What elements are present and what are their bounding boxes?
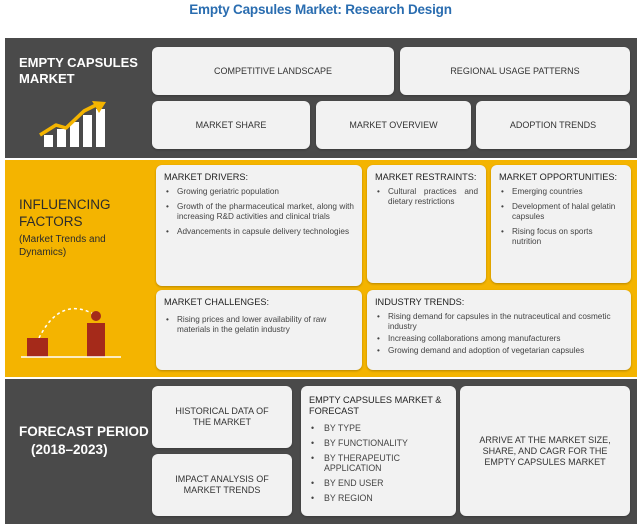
industry-trends-card: INDUSTRY TRENDS: Rising demand for capsu… [367,290,631,370]
list-item: BY END USER [309,478,448,488]
page-title: Empty Capsules Market: Research Design [189,2,452,17]
list-item: Growth of the pharmaceutical market, alo… [164,202,354,222]
adoption-trends-card: ADOPTION TRENDS [476,101,630,149]
forecast-period-label: FORECAST PERIOD (2018–2023) [19,424,149,457]
market-restraints-heading: MARKET RESTRAINTS: [375,172,477,182]
market-overview-card: MARKET OVERVIEW [316,101,471,149]
market-challenges-card: MARKET CHALLENGES: Rising prices and low… [156,290,362,370]
list-item: Growing geriatric population [164,187,354,197]
market-restraints-card: MARKET RESTRAINTS: Cultural practices an… [367,165,486,283]
competitive-landscape-card: COMPETITIVE LANDSCAPE [152,47,394,95]
market-band: EMPTY CAPSULES MARKET COMPETITIVE LANDSC… [5,38,637,158]
list-item: BY THERAPEUTIC APPLICATION [309,453,448,473]
arrive-at-market-card: ARRIVE AT THE MARKET SIZE, SHARE, AND CA… [460,386,630,516]
forecast-band: FORECAST PERIOD (2018–2023) HISTORICAL D… [5,379,637,524]
influencing-factors-label: INFLUENCING FACTORS (Market Trends and D… [19,197,111,258]
market-share-card: MARKET SHARE [152,101,310,149]
market-forecast-card: EMPTY CAPSULES MARKET & FORECAST BY TYPE… [301,386,456,516]
bounce-bars-icon [21,307,121,358]
regional-usage-card: REGIONAL USAGE PATTERNS [400,47,630,95]
industry-trends-heading: INDUSTRY TRENDS: [375,297,465,307]
list-item: Advancements in capsule delivery technol… [164,227,354,237]
impact-analysis-card: IMPACT ANALYSIS OF MARKET TRENDS [152,454,292,516]
market-band-label: EMPTY CAPSULES MARKET [19,55,138,86]
list-item: Growing demand and adoption of vegetaria… [375,346,623,356]
list-item: BY REGION [309,493,448,503]
list-item: Rising focus on sports nutrition [499,227,623,247]
market-drivers-card: MARKET DRIVERS: Growing geriatric popula… [156,165,362,286]
list-item: Cultural practices and dietary restricti… [375,187,478,207]
list-item: Increasing collaborations among manufact… [375,334,623,344]
list-item: BY FUNCTIONALITY [309,438,448,448]
list-item: Emerging countries [499,187,623,197]
list-item: BY TYPE [309,423,448,433]
historical-data-card: HISTORICAL DATA OF THE MARKET [152,386,292,448]
market-opportunities-card: MARKET OPPORTUNITIES: Emerging countries… [491,165,631,283]
market-drivers-heading: MARKET DRIVERS: [164,172,249,182]
list-item: Rising demand for capsules in the nutrac… [375,312,623,332]
market-opportunities-heading: MARKET OPPORTUNITIES: [499,172,618,182]
market-forecast-heading: EMPTY CAPSULES MARKET & FORECAST [309,395,442,416]
growth-chart-icon [39,101,106,147]
list-item: Development of halal gelatin capsules [499,202,623,222]
list-item: Rising prices and lower availability of … [164,315,354,335]
influencing-factors-band: INFLUENCING FACTORS (Market Trends and D… [5,160,637,377]
market-challenges-heading: MARKET CHALLENGES: [164,297,270,307]
